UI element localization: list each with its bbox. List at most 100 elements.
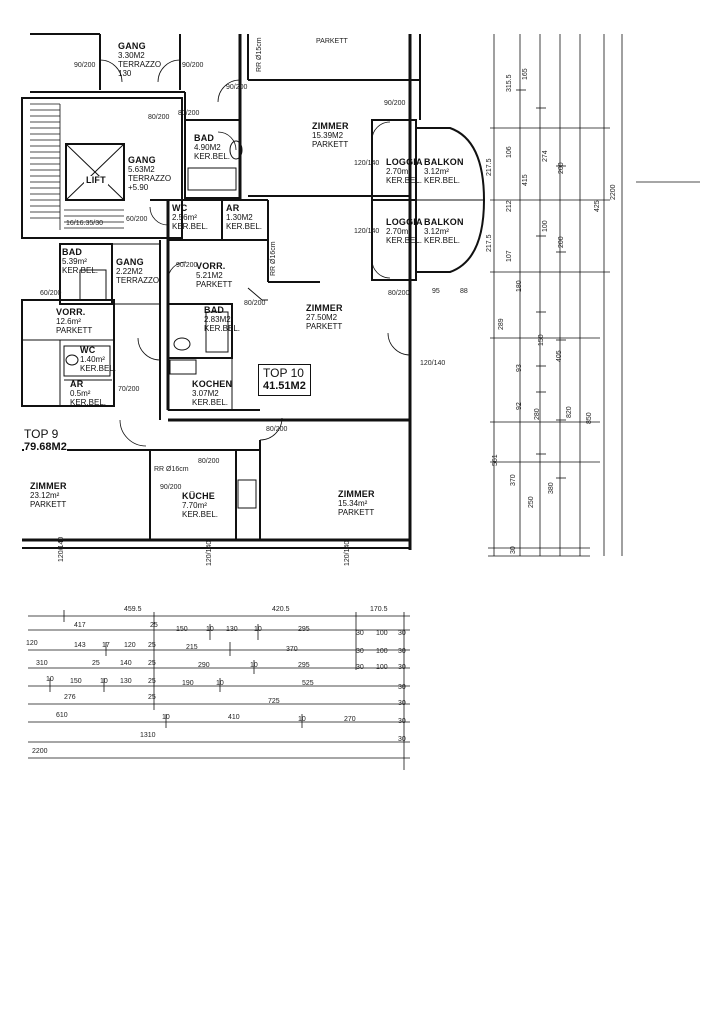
- dim-label: 820: [566, 406, 573, 418]
- room-area: 23.12m²: [30, 491, 60, 500]
- dim-label: 150: [70, 678, 82, 685]
- dim-label: 150: [538, 334, 545, 346]
- dim-label: 25: [148, 694, 156, 701]
- door-dim: 120/140: [420, 360, 446, 367]
- unit-top9: TOP 9 79.68M2: [24, 428, 67, 454]
- dim-label: 415: [522, 174, 529, 186]
- room-bad-3: BAD 2.83M2 KER.BEL.: [204, 306, 241, 334]
- room-name: KOCHEN: [192, 379, 233, 389]
- dim-label: 2200: [610, 184, 617, 200]
- dim-label: 425: [594, 200, 601, 212]
- dim-label: 92: [516, 402, 523, 410]
- dim-label: 200: [558, 236, 565, 248]
- annotation-rr2: RR Ø16cm: [270, 241, 277, 276]
- room-floor: PARKETT: [338, 508, 375, 517]
- dim-label: 561: [492, 454, 499, 466]
- room-area: 5.39m²: [62, 257, 87, 266]
- room-area: 5.63M2: [128, 165, 155, 174]
- room-kueche: KÜCHE 7.70m² KER.BEL.: [182, 491, 219, 520]
- dim-label: 459.5: [124, 606, 142, 613]
- dim-label: 370: [286, 646, 298, 653]
- room-floor: KER.BEL.: [204, 324, 241, 333]
- dim-label: 170.5: [370, 606, 388, 613]
- unit-top10: TOP 10 41.51M2: [258, 364, 311, 396]
- room-name: BALKON: [424, 157, 464, 167]
- room-floor: PARKETT: [56, 326, 93, 335]
- door-dim: 120/140: [354, 228, 380, 235]
- dim-label: 30: [398, 736, 406, 743]
- dim-label: 30: [398, 700, 406, 707]
- dim-label: 30: [398, 630, 406, 637]
- dim-label: 417: [74, 622, 86, 629]
- annotation-dim-88: 88: [460, 288, 468, 295]
- annotation-parkett: PARKETT: [316, 38, 348, 45]
- dim-label: 420.5: [272, 606, 290, 613]
- room-name: AR: [226, 203, 240, 213]
- room-loggia-2: LOGGIA 2.70m² KER.BEL.: [386, 218, 423, 246]
- room-gang-mid: GANG 5.63M2 TERRAZZO +5.90: [128, 155, 172, 193]
- dim-label: 10: [162, 714, 170, 721]
- room-area: 2.70m²: [386, 227, 411, 236]
- room-area: 3.07M2: [192, 389, 219, 398]
- dim-label: 25: [148, 660, 156, 667]
- room-area: 5.21M2: [196, 271, 223, 280]
- door-dim: 90/200: [74, 62, 96, 69]
- door-dim: 60/200: [40, 290, 62, 297]
- dim-label: 212: [506, 200, 513, 212]
- room-floor: KER.BEL.: [80, 364, 117, 373]
- room-name: KÜCHE: [182, 491, 216, 501]
- dim-label: 217.5: [486, 158, 493, 176]
- door-dim: 80/200: [388, 290, 410, 297]
- door-dim: 80/200: [244, 300, 266, 307]
- dim-label: 850: [586, 412, 593, 424]
- door-dim: 90/200: [160, 484, 182, 491]
- dim-label: 107: [506, 250, 513, 262]
- dim-label: 10: [298, 716, 306, 723]
- room-area: 15.34m²: [338, 499, 368, 508]
- dim-label: 120: [124, 642, 136, 649]
- annotation-stair: 16/16.35/30: [66, 220, 103, 227]
- room-floor: TERRAZZO: [128, 174, 172, 183]
- dim-label: 380: [548, 482, 555, 494]
- dim-label: 140: [120, 660, 132, 667]
- unit-area: 41.51M2: [263, 380, 306, 392]
- room-floor: KER.BEL.: [182, 510, 219, 519]
- dim-label: 280: [534, 408, 541, 420]
- dim-label: 405: [556, 350, 563, 362]
- room-bad-2: BAD 5.39m² KER.BEL.: [62, 248, 99, 276]
- room-floor: KER.BEL.: [172, 222, 209, 231]
- room-name: ZIMMER: [306, 303, 343, 313]
- room-floor: KER.BEL.: [192, 398, 229, 407]
- room-area: 3.12m²: [424, 227, 449, 236]
- room-floor: TERRAZZO: [118, 60, 162, 69]
- room-name: GANG: [118, 41, 146, 51]
- dim-label: 100: [376, 664, 388, 671]
- dim-label: 165: [522, 68, 529, 80]
- room-name: VORR.: [56, 307, 86, 317]
- dim-label: 276: [64, 694, 76, 701]
- unit-name: TOP 10: [263, 366, 304, 380]
- dim-label: 143: [74, 642, 86, 649]
- room-floor: KER.BEL.: [194, 152, 231, 161]
- dim-label: 25: [148, 642, 156, 649]
- door-dim: 80/200: [198, 458, 220, 465]
- room-zimmer-left: ZIMMER 23.12m² PARKETT: [30, 481, 67, 510]
- dim-label: 30: [356, 648, 364, 655]
- door-dim: 90/200: [384, 100, 406, 107]
- dim-label: 310: [36, 660, 48, 667]
- dim-label: 289: [498, 318, 505, 330]
- room-floor: PARKETT: [30, 500, 67, 509]
- door-dim: 90/200: [182, 62, 204, 69]
- room-name: ZIMMER: [30, 481, 67, 491]
- dim-label: 290: [198, 662, 210, 669]
- dim-label: 10: [46, 676, 54, 683]
- dim-label: 217.5: [486, 234, 493, 252]
- room-name: BAD: [194, 133, 215, 143]
- room-area: 0.5m²: [70, 389, 91, 398]
- room-floor: KER.BEL.: [62, 266, 99, 275]
- room-floor: KER.BEL.: [424, 176, 461, 185]
- dim-label: 10: [100, 678, 108, 685]
- dim-label: 17: [102, 642, 110, 649]
- room-name: GANG: [128, 155, 156, 165]
- dim-label: 270: [344, 716, 356, 723]
